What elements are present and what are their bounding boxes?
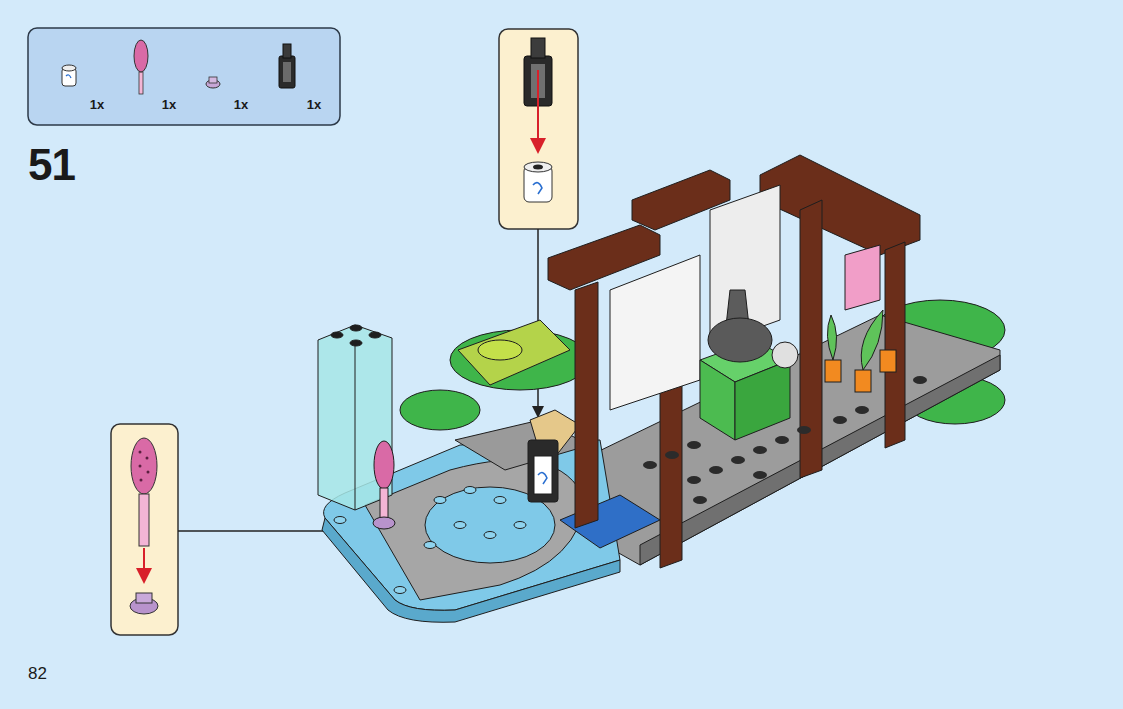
step-number: 51 [28,140,75,190]
quantity-label: 1x [234,97,248,112]
parts-panel: 1x 1x 1x 1x [28,28,340,125]
model [318,155,1005,622]
quantity-label: 1x [90,97,104,112]
page-number: 82 [28,664,47,684]
parts-panel-bg [28,28,340,125]
quantity-label: 1x [307,97,321,112]
quantity-label: 1x [162,97,176,112]
part-icons [62,40,295,94]
